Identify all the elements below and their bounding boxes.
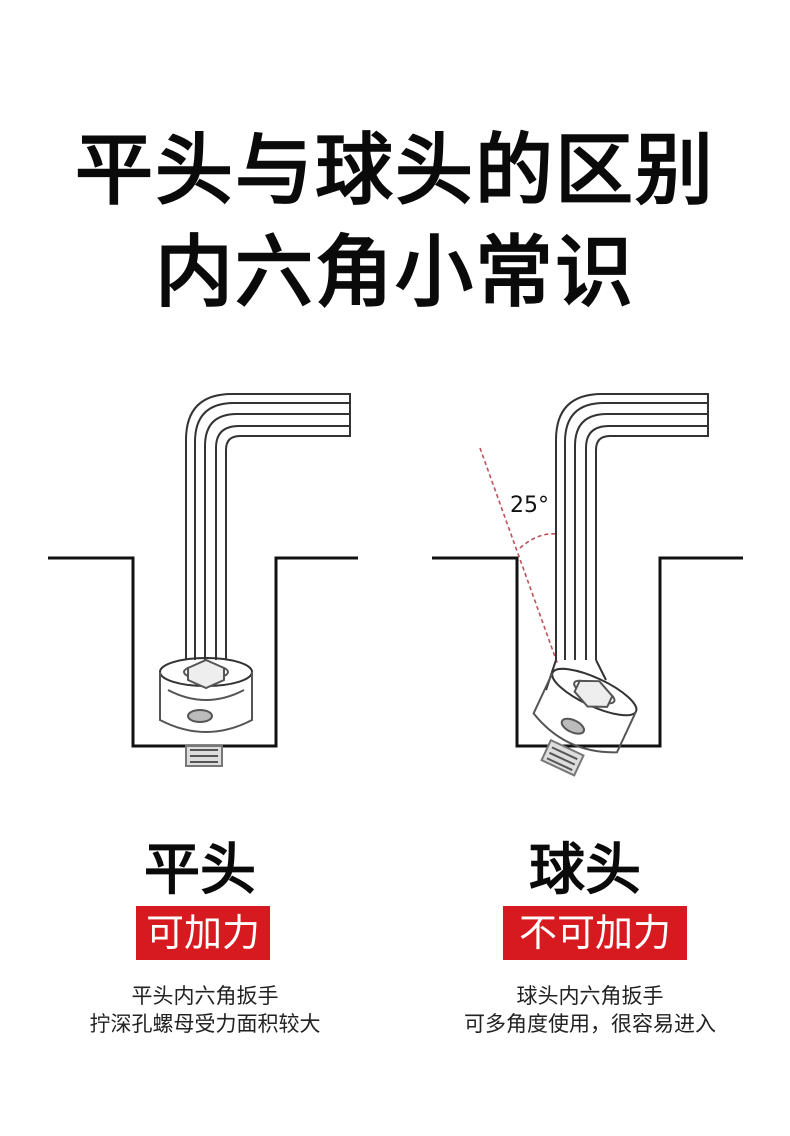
ball-badge: 不可加力 bbox=[503, 906, 687, 960]
ball-screw bbox=[532, 667, 638, 777]
wrench-comparison-diagram: 25° bbox=[48, 393, 743, 777]
angle-label: 25° bbox=[510, 493, 549, 518]
flat-badge: 可加力 bbox=[136, 906, 270, 960]
ball-head-label: 球头 bbox=[529, 838, 641, 903]
flat-desc-line1: 平头内六角扳手 bbox=[131, 984, 279, 1008]
page-subtitle: 内六角小常识 bbox=[154, 228, 635, 318]
flat-head-label: 平头 bbox=[144, 838, 256, 903]
flat-screw bbox=[159, 657, 253, 767]
page-title: 平头与球头的区别 bbox=[74, 126, 715, 216]
angle-indicator bbox=[479, 447, 559, 666]
ball-desc-line2: 可多角度使用，很容易进入 bbox=[464, 1012, 716, 1036]
ball-hex-wrench bbox=[545, 393, 709, 691]
flat-desc-line2: 拧深孔螺母受力面积较大 bbox=[89, 1012, 321, 1036]
ball-hole-outline bbox=[432, 556, 743, 748]
flat-hex-wrench bbox=[185, 393, 351, 660]
ball-desc-line1: 球头内六角扳手 bbox=[516, 984, 664, 1008]
flat-description: 平头内六角扳手 拧深孔螺母受力面积较大 bbox=[60, 982, 350, 1038]
ball-description: 球头内六角扳手 可多角度使用，很容易进入 bbox=[440, 982, 740, 1038]
